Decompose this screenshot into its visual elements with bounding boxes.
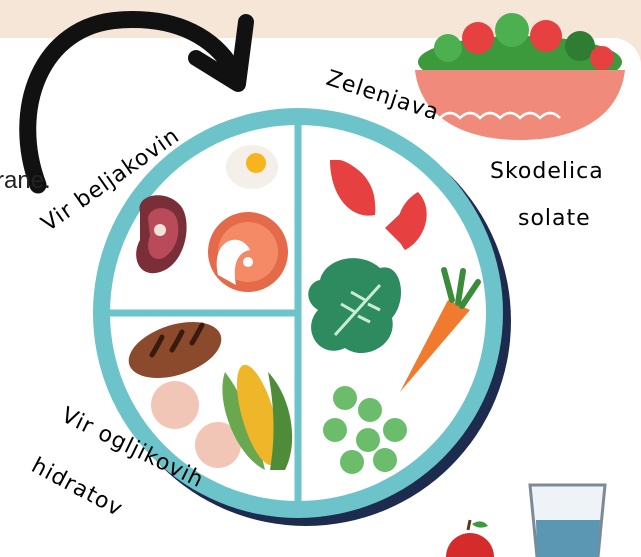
salad-label-line1: Skodelica: [490, 159, 604, 184]
carbs-label-line2: hidratov: [27, 453, 127, 522]
body-text-fragment: rane.: [0, 167, 51, 195]
salad-bowl-icon: [415, 13, 625, 140]
egg-icon: [226, 145, 278, 189]
salmon-icon: [208, 212, 288, 292]
salad-label-line2: solate: [518, 206, 591, 231]
apple-icon: [446, 520, 494, 557]
water-glass-icon: [530, 485, 605, 557]
